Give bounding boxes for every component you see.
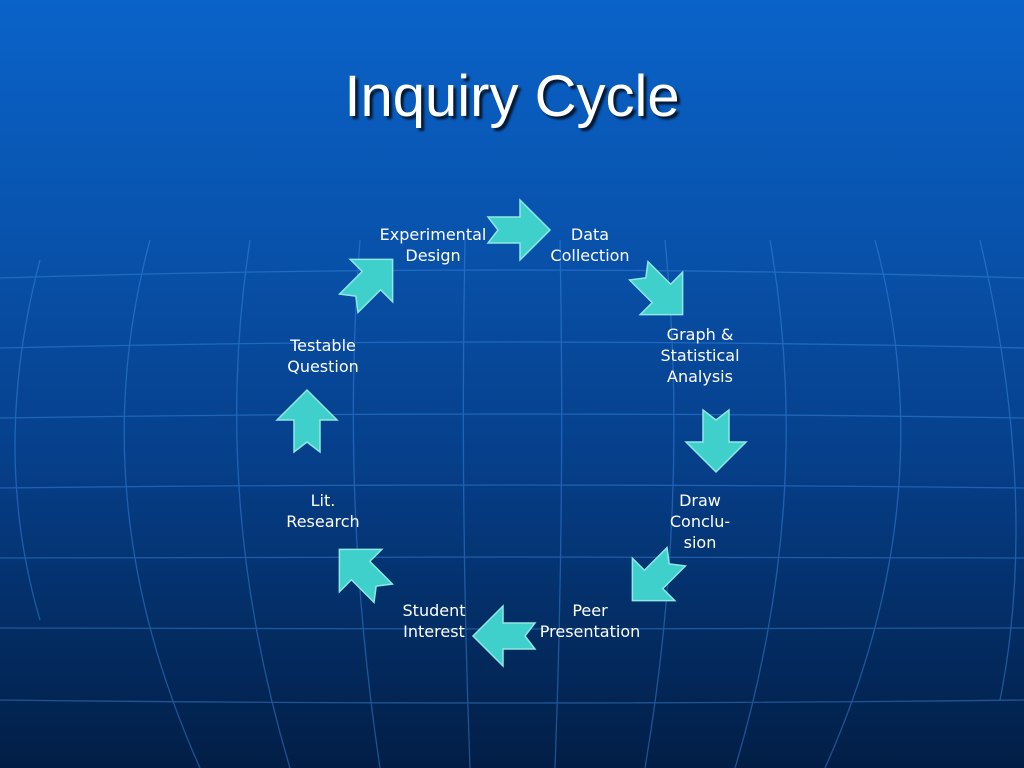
slide-title: Inquiry Cycle xyxy=(344,64,680,129)
cycle-step-label-line: Testable xyxy=(290,336,356,355)
cycle-step-label-line: Lit. xyxy=(310,491,336,510)
cycle-step-label-line: Graph & xyxy=(666,325,734,344)
cycle-arrow-icon xyxy=(275,388,339,454)
cycle-arrow-icon xyxy=(338,548,395,605)
cycle-arrow-icon xyxy=(627,259,684,316)
cycle-step-label-line: Collection xyxy=(550,246,630,265)
cycle-step-label-line: Student xyxy=(402,601,466,620)
cycle-step-label-line: Presentation xyxy=(539,622,641,641)
cycle-step-label-line: Draw xyxy=(679,491,721,510)
cycle-arrow-icon xyxy=(486,198,552,262)
cycle-step-label-line: Research xyxy=(286,512,360,531)
cycle-arrow-icon xyxy=(684,408,748,474)
cycle-step-label-line: Design xyxy=(405,246,461,265)
cycle-arrow-icon xyxy=(337,258,394,315)
cycle-step-label-line: Data xyxy=(570,225,610,244)
cycle-step-label-line: Experimental xyxy=(379,225,487,244)
cycle-step-label-line: Interest xyxy=(403,622,465,641)
cycle-step-label-line: Statistical xyxy=(660,346,740,365)
cycle-step-label-line: Peer xyxy=(572,601,608,620)
cycle-arrow-icon xyxy=(631,545,688,602)
cycle-step-label-line: Conclu- xyxy=(669,512,731,531)
cycle-step-label-line: Question xyxy=(287,357,359,376)
cycle-step-label-line: sion xyxy=(683,533,717,552)
cycle-step-label-line: Analysis xyxy=(667,367,733,386)
cycle-arrow-icon xyxy=(471,604,537,668)
cycle-step-label: Lit. Research xyxy=(286,490,359,532)
